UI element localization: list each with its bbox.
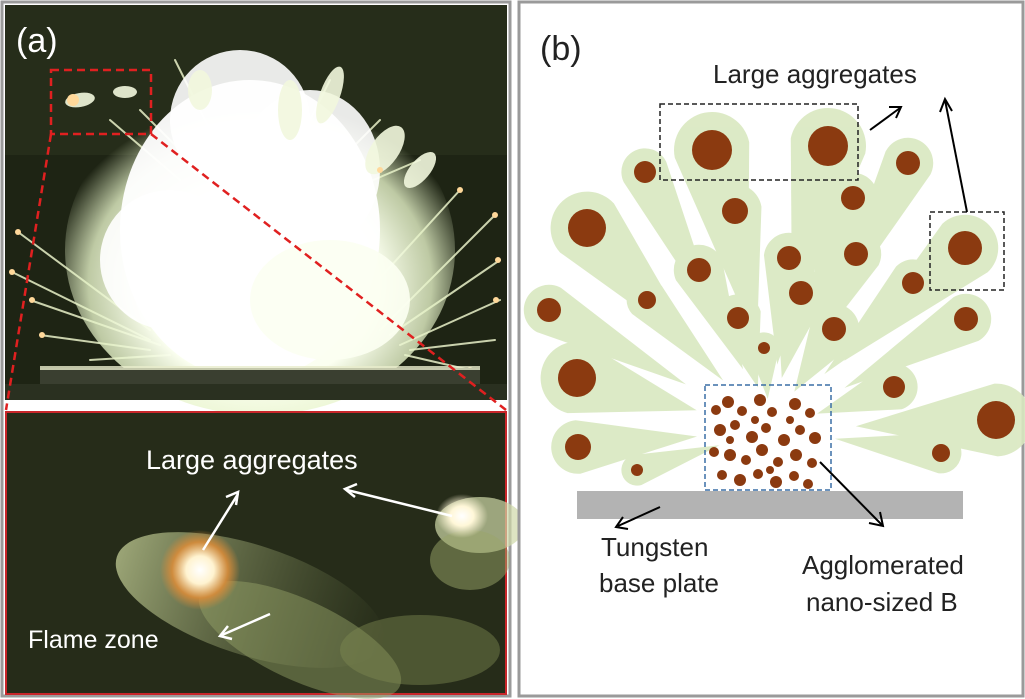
boron-particle bbox=[822, 317, 846, 341]
nano-boron-particle bbox=[730, 420, 740, 430]
zoom-inset: Large aggregates Flame zone bbox=[5, 411, 525, 699]
panel-b-label: (b) bbox=[540, 30, 582, 68]
boron-particle bbox=[568, 209, 606, 247]
agglomerate-particles bbox=[709, 394, 821, 489]
nano-boron-particle bbox=[809, 432, 821, 444]
zoom-guide-right bbox=[150, 133, 507, 411]
boron-particle bbox=[631, 464, 643, 476]
boron-particle bbox=[692, 130, 732, 170]
aggregate-glow-2 bbox=[436, 494, 488, 538]
nano-boron-particle bbox=[761, 423, 771, 433]
boron-particle bbox=[948, 231, 982, 265]
boron-particle bbox=[687, 258, 711, 282]
nano-boron-particle bbox=[795, 425, 805, 435]
panel-a-label: (a) bbox=[16, 22, 58, 60]
nano-boron-particle bbox=[789, 398, 801, 410]
nano-boron-particle bbox=[709, 447, 719, 457]
nano-boron-particle bbox=[722, 396, 734, 408]
nano-boron-particle bbox=[803, 479, 813, 489]
nano-boron-particle bbox=[756, 444, 768, 456]
nano-boron-particle bbox=[741, 455, 751, 465]
agglomerate-box bbox=[704, 384, 832, 491]
flame-plume bbox=[714, 294, 761, 388]
nano-boron-particle bbox=[766, 466, 774, 474]
flame-plume bbox=[621, 445, 720, 486]
inset-callout-flame-zone: Flame zone bbox=[28, 626, 159, 654]
panel-b-arrows bbox=[614, 96, 968, 530]
boron-particle bbox=[638, 291, 656, 309]
flame-plume bbox=[551, 420, 698, 474]
boron-particle bbox=[758, 342, 770, 354]
panel-a: (a) L bbox=[0, 0, 525, 699]
nano-boron-particle bbox=[717, 470, 727, 480]
flame-plume bbox=[834, 432, 962, 474]
nano-boron-particle bbox=[754, 394, 766, 406]
nano-boron-particle bbox=[770, 476, 782, 488]
callout-agglomerated: Agglomerated bbox=[802, 550, 964, 580]
boron-particle bbox=[727, 307, 749, 329]
boron-particle bbox=[954, 307, 978, 331]
boron-particle bbox=[565, 434, 591, 460]
nano-boron-particle bbox=[773, 457, 783, 467]
boron-particle bbox=[777, 246, 801, 270]
nano-boron-particle bbox=[807, 458, 817, 468]
flame-plume bbox=[817, 363, 918, 414]
inset-arrows bbox=[201, 482, 453, 641]
particles bbox=[537, 126, 1015, 476]
boron-particle bbox=[841, 186, 865, 210]
flame-tongues bbox=[65, 66, 437, 189]
nano-boron-particle bbox=[790, 449, 802, 461]
boron-particle bbox=[537, 298, 561, 322]
nano-boron-particle bbox=[714, 424, 726, 436]
flame-plume bbox=[748, 332, 780, 399]
callout-tungsten: Tungsten bbox=[601, 532, 708, 562]
nano-boron-particle bbox=[737, 406, 747, 416]
nano-boron-particle bbox=[786, 416, 794, 424]
flame-plume bbox=[523, 284, 687, 385]
boron-particle bbox=[896, 151, 920, 175]
photo-base-plate bbox=[40, 368, 480, 384]
boron-particle bbox=[977, 401, 1015, 439]
aggregate-glow-1 bbox=[160, 530, 240, 610]
large-aggregate-box-1 bbox=[659, 103, 859, 181]
nano-boron-particle bbox=[711, 405, 721, 415]
inset-callout-large-aggregates: Large aggregates bbox=[146, 445, 358, 475]
zoom-guide-left bbox=[4, 133, 53, 411]
nano-boron-particle bbox=[789, 471, 799, 481]
boron-particle bbox=[558, 359, 596, 397]
nano-boron-particle bbox=[734, 474, 746, 486]
nano-boron-particle bbox=[746, 431, 758, 443]
burning-photo: (a) bbox=[4, 5, 507, 415]
flame-plume bbox=[855, 383, 1025, 457]
tungsten-base-plate bbox=[577, 491, 963, 519]
nano-boron-particle bbox=[805, 408, 815, 418]
boron-particle bbox=[634, 161, 656, 183]
boron-particle bbox=[883, 376, 905, 398]
boron-particle bbox=[902, 272, 924, 294]
callout-base-plate: base plate bbox=[599, 568, 719, 598]
boron-particle bbox=[789, 281, 813, 305]
boron-particle bbox=[722, 198, 748, 224]
boron-particle bbox=[844, 242, 868, 266]
boron-particle bbox=[808, 126, 848, 166]
callout-large-aggregates: Large aggregates bbox=[713, 59, 917, 89]
callout-nano-sized-b: nano-sized B bbox=[806, 587, 958, 617]
nano-boron-particle bbox=[726, 436, 734, 444]
nano-boron-particle bbox=[767, 407, 777, 417]
nano-boron-particle bbox=[778, 434, 790, 446]
nano-boron-particle bbox=[753, 469, 763, 479]
boron-particle bbox=[932, 444, 950, 462]
nano-boron-particle bbox=[724, 449, 736, 461]
panel-b: (b) Large aggregates Tungsten base plate… bbox=[517, 0, 1025, 698]
nano-boron-particle bbox=[751, 416, 759, 424]
zoom-region-box bbox=[49, 68, 153, 136]
flame-plume bbox=[776, 267, 827, 378]
